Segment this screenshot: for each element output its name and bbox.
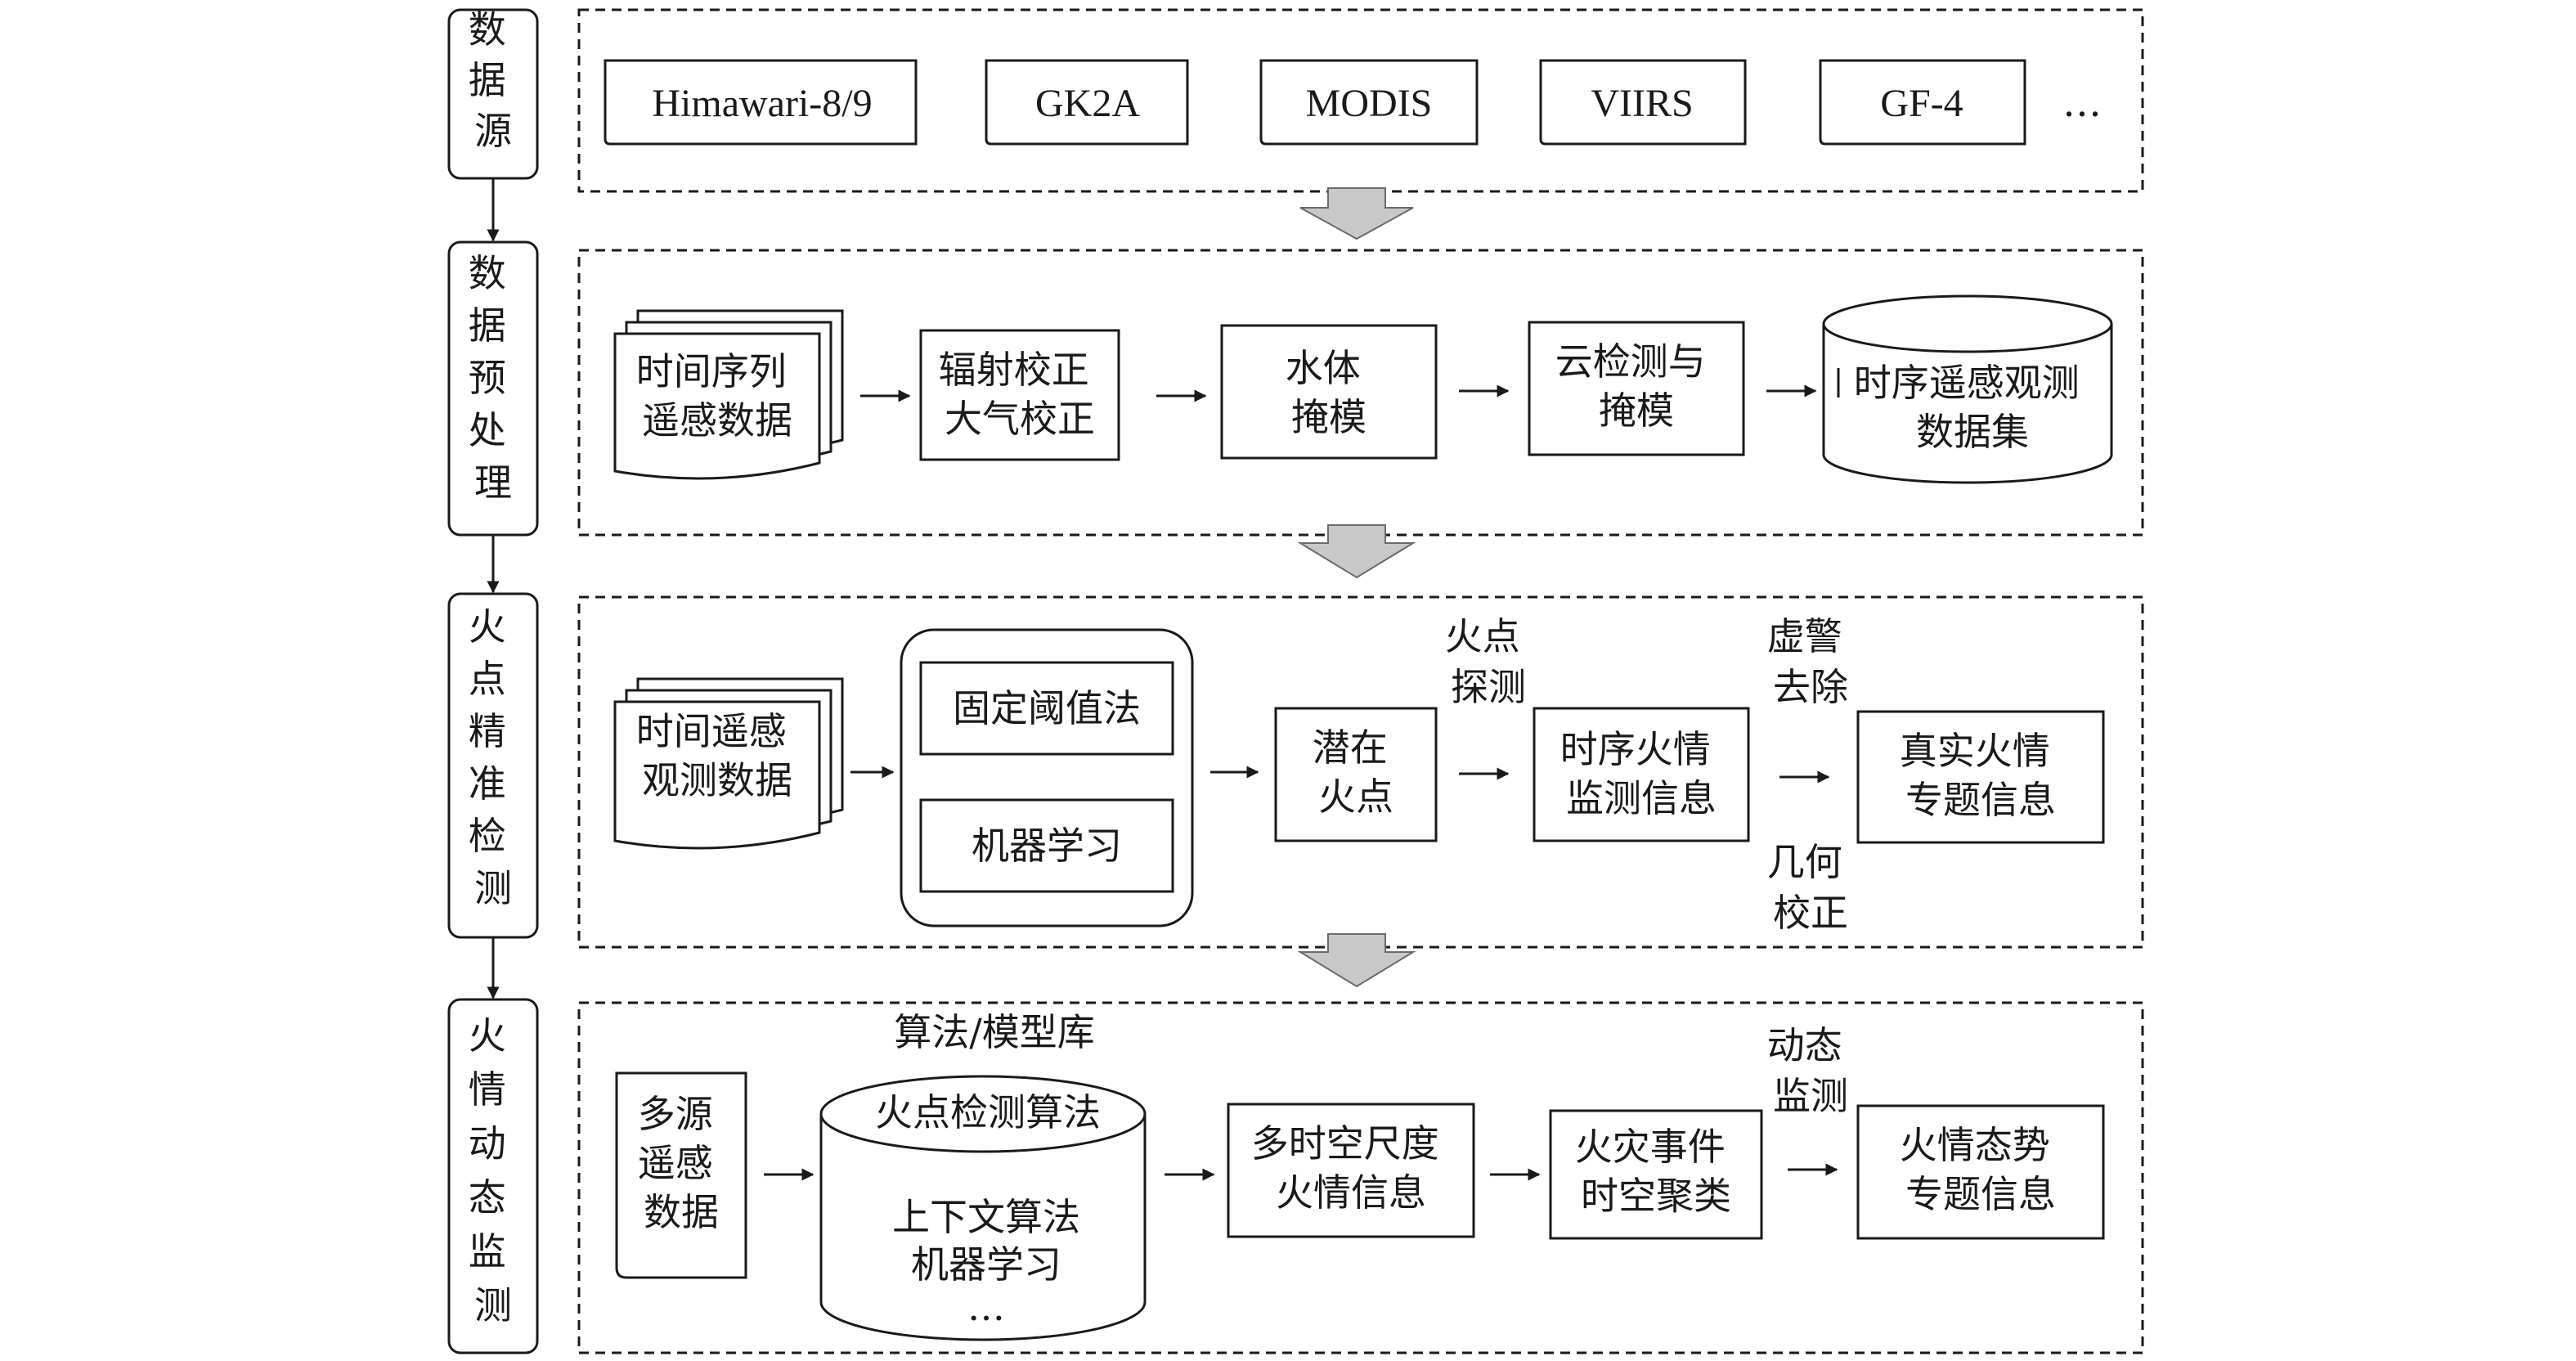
flow-arrow-2 <box>1297 524 1416 579</box>
library-item-ml: 机器学习 <box>911 1242 1061 1287</box>
detection-input-label: 时间遥感 观测数据 <box>636 709 799 802</box>
potential-fire-label: 潜在 火点 <box>1313 725 1400 819</box>
method-box-threshold <box>919 661 1174 756</box>
label-dynamic-monitor: 动态 监测 <box>1767 1023 1855 1118</box>
stage-label-dynamic: 火 情 动 态 监 测 <box>469 1013 518 1327</box>
stage-box-dynamic <box>447 998 539 1354</box>
stage-label-preprocess: 数 据 预 处 理 <box>469 251 518 505</box>
method-box-ml <box>919 798 1174 893</box>
stage-label-data-source: 数 据 源 <box>469 7 518 153</box>
detection-row: 时间遥感 观测数据 固定阈值法 机器学习 潜在 火点 火点 探测 时序火情 监测… <box>613 614 2105 935</box>
method-label-ml: 机器学习 <box>972 824 1122 868</box>
source-label-himawari: Himawari-8/9 <box>652 82 872 125</box>
source-label-gk2a: GK2A <box>1035 82 1140 125</box>
source-label-gf4: GF-4 <box>1880 82 1963 125</box>
source-box-gf4 <box>1819 59 2026 146</box>
monitor-info-label: 时序火情 监测信息 <box>1560 727 1723 820</box>
library-item-ellipsis: … <box>967 1285 1005 1329</box>
step-box-water-mask <box>1220 324 1438 460</box>
source-box-himawari <box>604 59 918 146</box>
potential-fire-box <box>1274 707 1438 842</box>
label-geo-correct: 几何 校正 <box>1767 840 1855 935</box>
source-box-modis <box>1259 59 1479 146</box>
dataset-cylinder <box>1822 294 2113 484</box>
flow-arrow-1 <box>1299 187 1414 240</box>
panel-detection <box>577 595 2144 949</box>
source-label-viirs: VIIRS <box>1591 82 1693 125</box>
situation-label: 火情态势 专题信息 <box>1900 1123 2062 1216</box>
stage-column: 数 据 源 数 据 预 处 理 火 点 精 准 检 测 火 情 动 态 监 <box>447 7 539 1354</box>
algorithm-library <box>819 1075 1147 1341</box>
method-label-threshold: 固定阈值法 <box>953 686 1141 730</box>
label-false-alarm: 虚警 去除 <box>1767 614 1855 709</box>
preprocess-row: 时间序列 遥感数据 辐射校正 大气校正 水体 掩模 云检测与 掩模 <box>613 294 2113 484</box>
dynamic-row: 多源 遥感 数据 算法/模型库 火点检测算法 上下文算法 机器学习 … 多时空尺… <box>615 1010 2105 1341</box>
cluster-label: 火灾事件 时空聚类 <box>1575 1125 1738 1218</box>
step-label-water-mask: 水体 掩模 <box>1286 346 1373 439</box>
label-fire-detect: 火点 探测 <box>1445 614 1533 709</box>
preprocess-input-doc <box>613 309 844 480</box>
step-box-correction <box>919 329 1120 461</box>
source-box-gk2a <box>985 59 1189 146</box>
real-fire-box <box>1856 710 2105 844</box>
real-fire-label: 真实火情 专题信息 <box>1900 729 2062 822</box>
source-label-modis: MODIS <box>1306 82 1433 125</box>
flow-arrow-3 <box>1297 933 1416 988</box>
data-source-row: Himawari-8/9 GK2A MODIS VIIRS GF-4 … <box>604 59 2102 146</box>
stage-label-detection: 火 点 精 准 检 测 <box>469 604 518 910</box>
panel-dynamic <box>577 1001 2144 1354</box>
multiscale-label: 多时空尺度 火情信息 <box>1251 1121 1452 1215</box>
multiscale-box <box>1227 1103 1475 1238</box>
source-box-viirs <box>1539 59 1747 146</box>
dataset-label: 时序遥感观测 数据集 <box>1854 361 2092 454</box>
cluster-box <box>1549 1109 1763 1240</box>
source-ellipsis: … <box>2062 80 2102 126</box>
step-box-cloud-mask <box>1528 321 1745 456</box>
library-item-fire-algo: 火点检测算法 <box>875 1090 1101 1134</box>
situation-box <box>1856 1104 2105 1240</box>
step-label-correction: 辐射校正 大气校正 <box>939 348 1102 441</box>
panel-preprocess <box>577 249 2144 537</box>
step-label-cloud-mask: 云检测与 掩模 <box>1555 339 1718 433</box>
library-item-context: 上下文算法 <box>892 1195 1080 1239</box>
monitor-info-box <box>1533 707 1750 842</box>
multisource-label: 多源 遥感 数据 <box>638 1092 725 1234</box>
library-title: 算法/模型库 <box>894 1010 1095 1054</box>
detection-input-doc <box>613 677 844 850</box>
multisource-box <box>615 1071 747 1279</box>
preprocess-input-label: 时间序列 遥感数据 <box>636 349 799 442</box>
